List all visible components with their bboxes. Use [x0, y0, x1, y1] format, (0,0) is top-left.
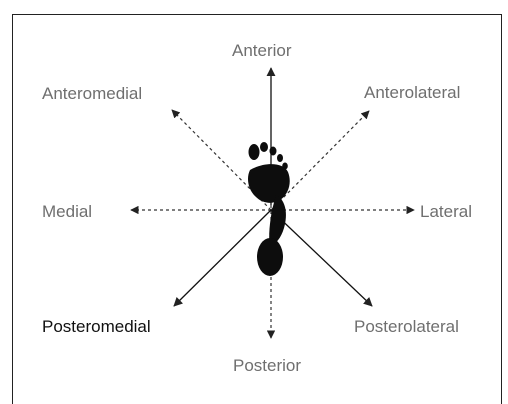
- label-anterior: Anterior: [232, 42, 292, 59]
- arrow-posterolateral: [271, 210, 372, 306]
- arrow-anterolateral: [271, 111, 369, 210]
- label-anteromedial: Anteromedial: [42, 85, 142, 102]
- label-anterolateral: Anterolateral: [364, 84, 460, 101]
- label-posterolateral: Posterolateral: [354, 318, 459, 335]
- label-posterior: Posterior: [233, 357, 301, 374]
- label-posteromedial: Posteromedial: [42, 318, 151, 335]
- label-medial: Medial: [42, 203, 92, 220]
- label-lateral: Lateral: [420, 203, 472, 220]
- arrow-posteromedial: [174, 210, 271, 306]
- footprint-icon: [248, 142, 290, 276]
